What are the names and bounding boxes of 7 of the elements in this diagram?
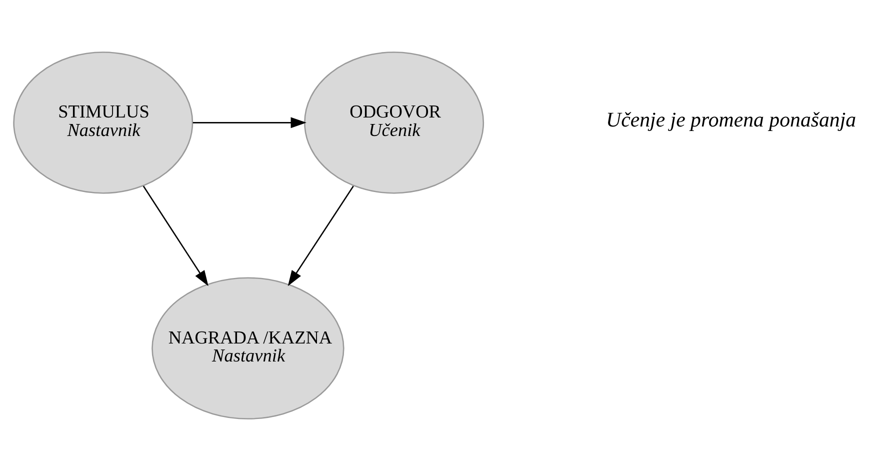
- arrow: [288, 186, 354, 286]
- node-ellipse: NAGRADA /KAZNA Nastavnik: [152, 277, 344, 420]
- arrow: [192, 117, 306, 128]
- node-ellipse: ODGOVOR Učenik: [304, 52, 484, 194]
- label: Učenje je promena ponašanja: [606, 107, 856, 132]
- node-ellipse: STIMULUS Nastavnik: [13, 52, 194, 194]
- arrow: [142, 186, 208, 286]
